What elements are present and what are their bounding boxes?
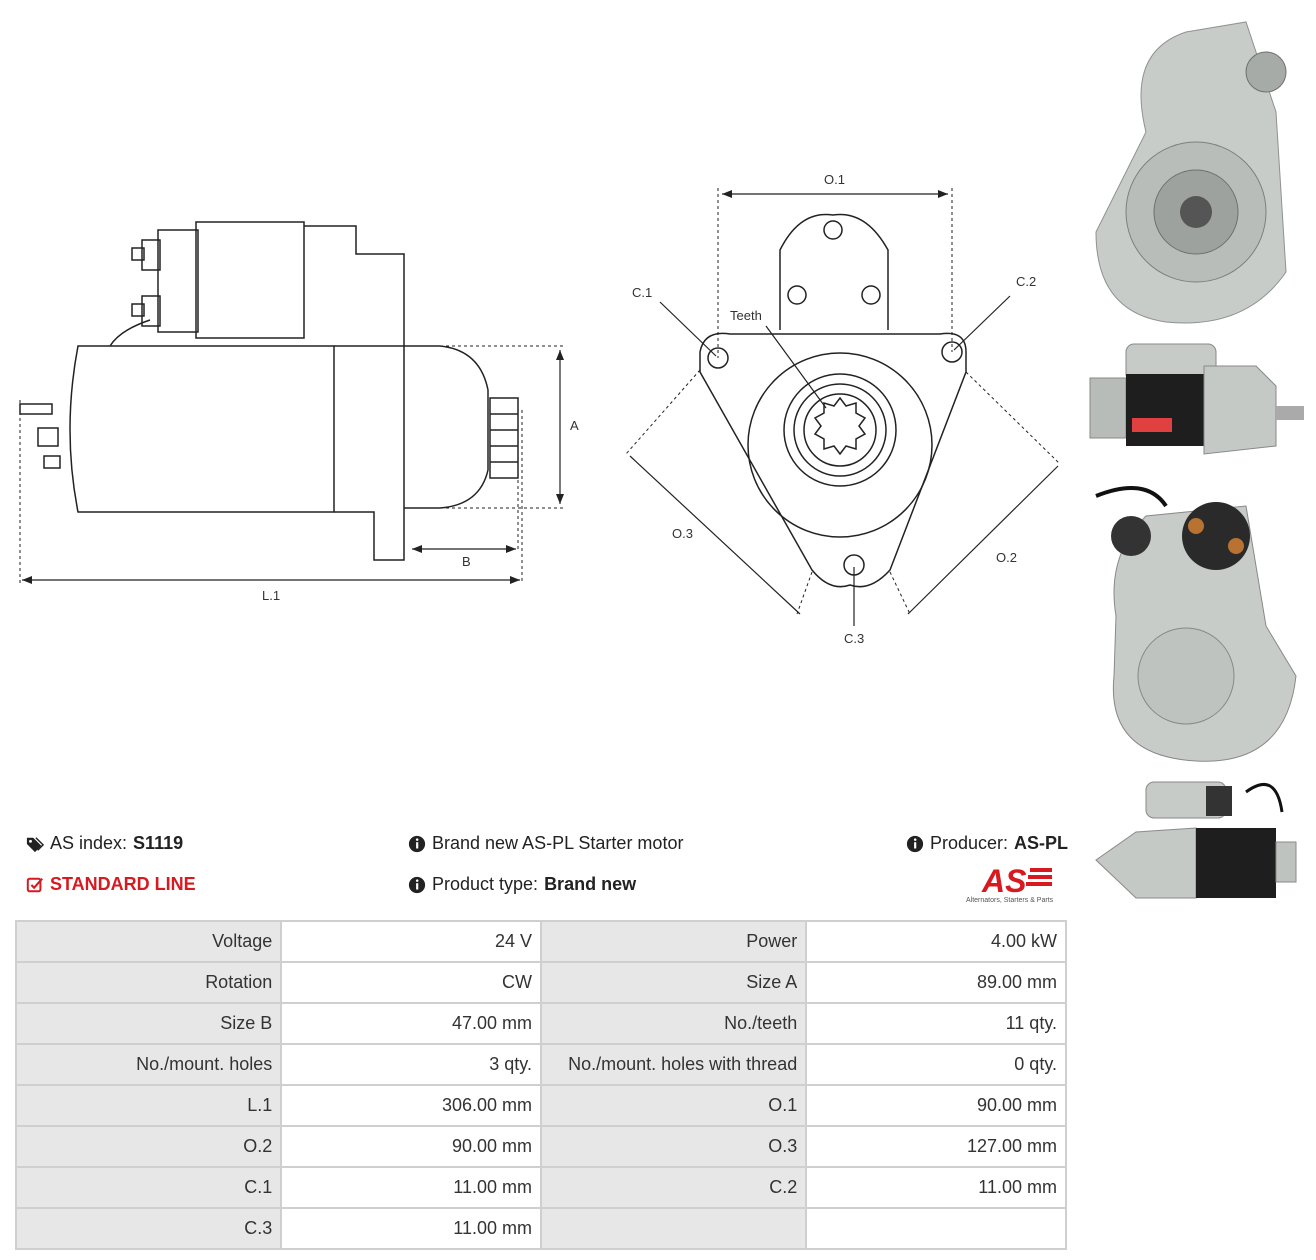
- label-b: B: [462, 554, 471, 569]
- product-type-value: Brand new: [544, 874, 637, 894]
- description-text: Brand new AS-PL Starter motor: [432, 833, 684, 853]
- label-o2: O.2: [996, 550, 1017, 565]
- spec-label: Size A: [541, 963, 806, 1002]
- spec-value: 47.00 mm: [282, 1004, 540, 1043]
- line-row: STANDARD LINE: [26, 874, 196, 895]
- tags-icon: [26, 836, 44, 852]
- product-photo-angle[interactable]: [1086, 772, 1308, 914]
- spec-value: 0 qty.: [807, 1045, 1065, 1084]
- label-teeth: Teeth: [730, 308, 762, 323]
- spec-label: C.1: [17, 1168, 281, 1207]
- info-icon: [408, 876, 426, 893]
- technical-drawing: A B L.1 O.1 O.2 O.3 C.1 C.2 C.3 Teeth: [19, 172, 1061, 646]
- check-square-icon: [26, 877, 44, 892]
- spec-value: 3 qty.: [282, 1045, 540, 1084]
- label-o1: O.1: [824, 172, 845, 187]
- spec-value: 11 qty.: [807, 1004, 1065, 1043]
- product-photo-rear[interactable]: [1086, 476, 1308, 766]
- spec-value: 90.00 mm: [807, 1086, 1065, 1125]
- solenoid-outline: [779, 213, 889, 330]
- spec-value: 24 V: [282, 922, 540, 961]
- description-row: Brand new AS-PL Starter motor: [408, 833, 683, 854]
- spec-value: 11.00 mm: [807, 1168, 1065, 1207]
- label-o3: O.3: [672, 526, 693, 541]
- product-type-row: Product type: Brand new: [408, 874, 636, 895]
- label-l1: L.1: [262, 588, 280, 603]
- spec-value: [807, 1209, 1065, 1248]
- motor-body: [69, 345, 335, 513]
- spec-label: No./teeth: [541, 1004, 806, 1043]
- as-index-row: AS index: S1119: [26, 833, 183, 854]
- spec-value: 11.00 mm: [282, 1168, 540, 1207]
- spec-value: 127.00 mm: [807, 1127, 1065, 1166]
- product-photo-side[interactable]: [1086, 336, 1308, 468]
- spec-label: O.1: [541, 1086, 806, 1125]
- spec-label: Rotation: [17, 963, 281, 1002]
- spec-label: O.3: [541, 1127, 806, 1166]
- spec-label: L.1: [17, 1086, 281, 1125]
- product-type-label: Product type:: [432, 874, 539, 894]
- label-a: A: [570, 418, 579, 433]
- spec-value: 306.00 mm: [282, 1086, 540, 1125]
- spec-label: C.3: [17, 1209, 281, 1248]
- spec-value: CW: [282, 963, 540, 1002]
- spec-label: Size B: [17, 1004, 281, 1043]
- spec-value: 4.00 kW: [807, 922, 1065, 961]
- spec-label: C.2: [541, 1168, 806, 1207]
- spec-label: No./mount. holes: [17, 1045, 281, 1084]
- front-flange: [699, 332, 967, 588]
- label-c1: C.1: [632, 285, 652, 300]
- producer-value: AS-PL: [1014, 833, 1069, 853]
- solenoid-body: [195, 221, 305, 339]
- standard-line-label: STANDARD LINE: [50, 874, 196, 894]
- spec-label: [541, 1209, 806, 1248]
- producer-label: Producer:: [930, 833, 1009, 853]
- as-pl-logo: AS: [981, 863, 1052, 899]
- spec-label: No./mount. holes with thread: [541, 1045, 806, 1084]
- label-c3: C.3: [844, 631, 864, 646]
- logo-tagline: Alternators, Starters & Parts: [966, 897, 1054, 904]
- label-c2: C.2: [1016, 274, 1036, 289]
- spec-value: 11.00 mm: [282, 1209, 540, 1248]
- spec-label: O.2: [17, 1127, 281, 1166]
- svg-text:AS: AS: [981, 863, 1027, 899]
- spec-value: 89.00 mm: [807, 963, 1065, 1002]
- spec-label: Power: [541, 922, 806, 961]
- spec-label: Voltage: [17, 922, 281, 961]
- as-index-value: S1119: [133, 833, 184, 853]
- info-icon: [906, 835, 924, 852]
- as-index-label: AS index:: [50, 833, 128, 853]
- info-icon: [408, 835, 426, 852]
- producer-row: Producer: AS-PL: [906, 833, 1068, 854]
- spec-value: 90.00 mm: [282, 1127, 540, 1166]
- product-photo-front[interactable]: [1086, 12, 1308, 330]
